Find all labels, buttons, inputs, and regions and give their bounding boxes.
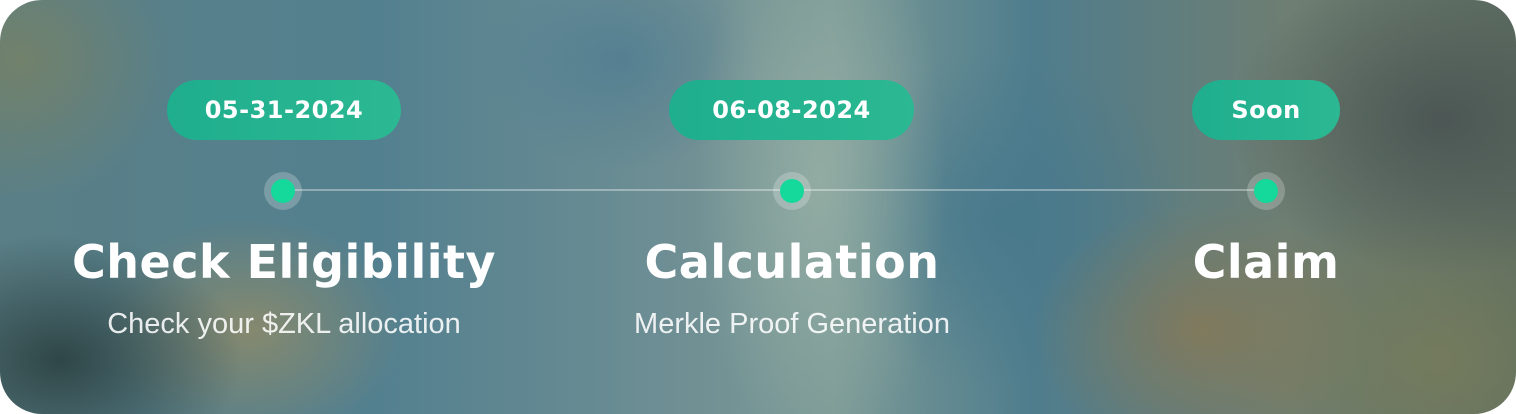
step-subtitle: Check your $ZKL allocation [107,308,461,340]
timeline-connector-line [283,189,1266,191]
timeline-node [264,172,302,210]
step-subtitle: Merkle Proof Generation [634,308,950,340]
timeline-dot-icon [780,179,804,203]
step-title: Claim [1192,235,1340,289]
timeline-dot-icon [1254,179,1278,203]
date-badge: 06-08-2024 [669,80,914,140]
timeline-node [1247,172,1285,210]
step-title: Calculation [644,235,940,289]
step-title: Check Eligibility [72,235,496,289]
date-badge: Soon [1192,80,1340,140]
timeline-dot-icon [271,179,295,203]
date-badge: 05-31-2024 [167,80,401,140]
timeline-node [773,172,811,210]
